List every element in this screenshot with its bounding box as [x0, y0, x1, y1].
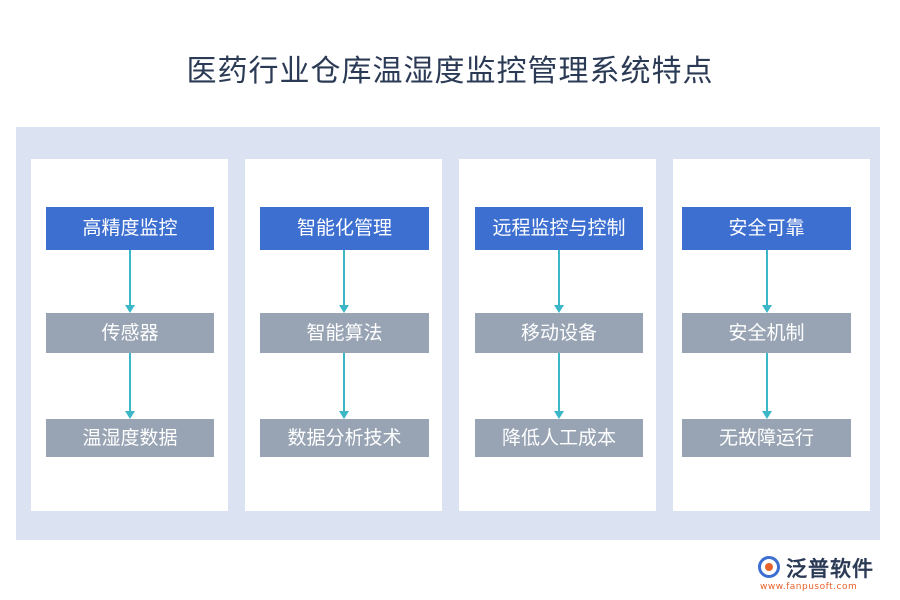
flow-arrow — [337, 353, 351, 419]
flow-arrow — [337, 250, 351, 313]
feature-item: 移动设备 — [475, 313, 643, 353]
feature-item: 无故障运行 — [682, 419, 851, 457]
brand-url: www.fanpusoft.com — [760, 582, 858, 592]
feature-heading: 安全可靠 — [682, 207, 851, 250]
page-title: 医药行业仓库温湿度监控管理系统特点 — [186, 54, 714, 89]
feature-item: 温湿度数据 — [46, 419, 214, 457]
feature-heading: 远程监控与控制 — [475, 207, 643, 250]
feature-item: 安全机制 — [682, 313, 851, 353]
feature-item: 降低人工成本 — [475, 419, 643, 457]
feature-heading: 高精度监控 — [46, 207, 214, 250]
flow-arrow — [760, 353, 774, 419]
feature-item: 传感器 — [46, 313, 214, 353]
feature-heading: 智能化管理 — [260, 207, 429, 250]
brand-name: 泛普软件 — [786, 557, 874, 581]
feature-item: 智能算法 — [260, 313, 429, 353]
flow-arrow — [760, 250, 774, 313]
feature-column-3: 远程监控与控制 移动设备 降低人工成本 — [459, 159, 656, 511]
feature-column-1: 高精度监控 传感器 温湿度数据 — [31, 159, 228, 511]
feature-column-4: 安全可靠 安全机制 无故障运行 — [673, 159, 870, 511]
flow-arrow — [123, 353, 137, 419]
flow-arrow — [123, 250, 137, 313]
feature-column-2: 智能化管理 智能算法 数据分析技术 — [245, 159, 442, 511]
feature-item: 数据分析技术 — [260, 419, 429, 457]
flow-arrow — [552, 250, 566, 313]
flow-arrow — [552, 353, 566, 419]
brand-logo: 泛普软件 www.fanpusoft.com — [758, 554, 888, 594]
brand-logo-icon — [758, 556, 780, 578]
